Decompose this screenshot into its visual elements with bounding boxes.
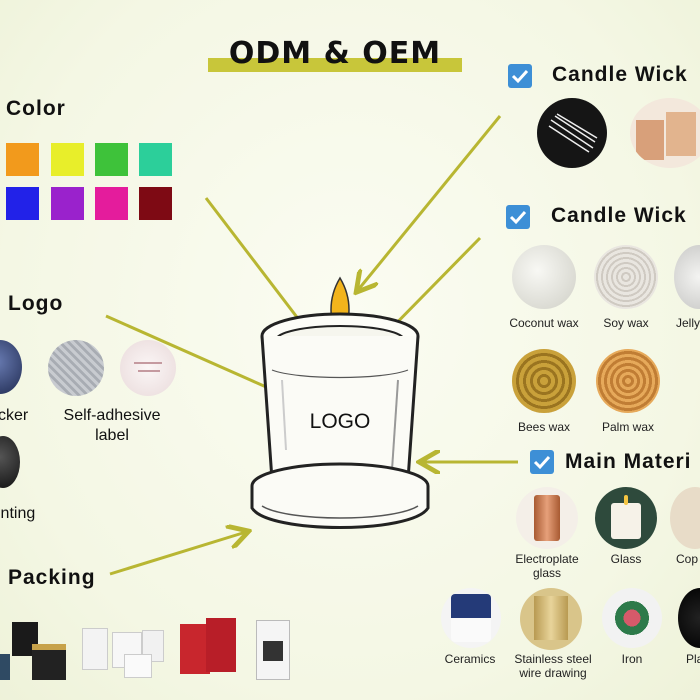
wax-item-coconut: Coconut wax (509, 316, 579, 330)
swatch-purple[interactable] (51, 187, 84, 220)
packing-title: Packing (8, 566, 96, 589)
box-black-gold (32, 644, 66, 680)
color-title: Color (6, 97, 66, 120)
bees-wax-image (512, 349, 576, 413)
logo-item-self-adhesive: Self-adhesive label (63, 407, 161, 444)
coconut-wax-image (512, 245, 576, 309)
color-swatches (6, 143, 176, 223)
plastic-image (678, 588, 700, 648)
swatch-maroon[interactable] (139, 187, 172, 220)
swatch-green[interactable] (95, 143, 128, 176)
stainless-steel-image (520, 588, 582, 650)
box-dark-blue (0, 654, 10, 680)
page-title: ODM & OEM (228, 36, 442, 71)
material-item-copper: Cop (676, 552, 699, 566)
material-item-iron: Iron (621, 652, 643, 666)
material-item-plastic: Pla (686, 652, 700, 666)
wax-item-bees: Bees wax (517, 420, 571, 434)
material-item-stainless: Stainless steel wire drawing (514, 652, 592, 680)
sticker-image (0, 340, 22, 394)
material-item-ceramics: Ceramics (444, 652, 496, 666)
palm-wax-image (596, 349, 660, 413)
candle-illustration (250, 276, 430, 529)
logo-title: Logo (8, 292, 64, 315)
arrow-wick (358, 115, 502, 290)
swatch-orange[interactable] (6, 143, 39, 176)
wick-image-2 (630, 98, 700, 168)
self-adhesive-image-2 (120, 340, 176, 396)
swatch-teal[interactable] (139, 143, 172, 176)
ceramics-image (441, 588, 501, 648)
page-title-block: ODM & OEM (208, 36, 462, 72)
packing-images (0, 610, 300, 700)
iron-image (602, 588, 662, 648)
wax-item-jelly: Jelly (676, 316, 700, 330)
printing-image (0, 436, 20, 488)
wick-image-1 (537, 98, 607, 168)
box-white-1 (82, 628, 108, 670)
soy-wax-image (594, 245, 658, 309)
swatch-yellow[interactable] (51, 143, 84, 176)
checkbox-icon[interactable] (530, 450, 554, 474)
material-item-electroplate: Electroplate glass (515, 552, 579, 580)
self-adhesive-image-1 (48, 340, 104, 396)
wax-title: Candle Wick (551, 204, 687, 227)
box-white-4 (124, 654, 152, 678)
swatch-magenta[interactable] (95, 187, 128, 220)
box-white-window (256, 620, 290, 680)
candle-logo-text: LOGO (309, 410, 371, 433)
logo-item-printing: inting (0, 505, 36, 522)
material-title: Main Materi (565, 450, 692, 473)
logo-item-sticker: ticker (0, 407, 29, 424)
box-red-2 (206, 618, 236, 672)
swatch-blue[interactable] (6, 187, 39, 220)
wax-item-soy: Soy wax (603, 316, 649, 330)
wax-item-palm: Palm wax (601, 420, 654, 434)
electroplate-glass-image (516, 487, 578, 549)
arrow-packing (109, 532, 246, 576)
title-underline (208, 58, 462, 72)
checkbox-icon[interactable] (506, 205, 530, 229)
glass-image (595, 487, 657, 549)
box-red-1 (180, 624, 210, 674)
checkbox-icon[interactable] (508, 64, 532, 88)
wick-title: Candle Wick (552, 63, 688, 86)
material-item-glass: Glass (610, 552, 642, 566)
